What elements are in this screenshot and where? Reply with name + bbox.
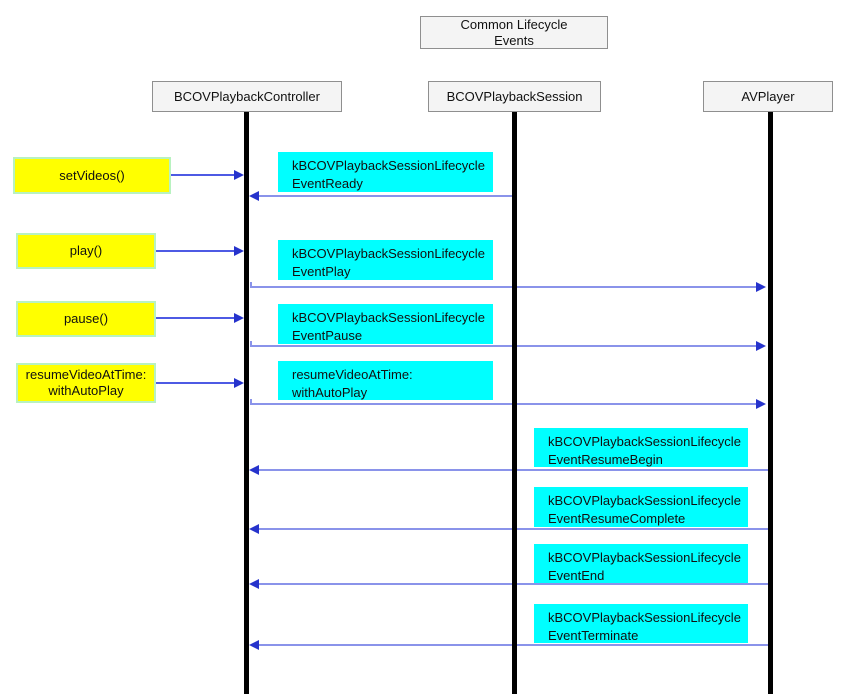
event-box-pause: kBCOVPlaybackSessionLifecycle EventPause <box>278 304 493 344</box>
event-label-line: kBCOVPlaybackSessionLifecycle <box>548 493 741 508</box>
event-box-end: kBCOVPlaybackSessionLifecycle EventEnd <box>534 544 748 583</box>
event-box-ready: kBCOVPlaybackSessionLifecycle EventReady <box>278 152 493 192</box>
arrow-setvideos-to-controller <box>170 170 244 180</box>
call-label: pause() <box>63 311 109 326</box>
event-label-line: EventPlay <box>292 264 351 279</box>
lifeline-header-session: BCOVPlaybackSession <box>428 81 601 112</box>
arrow-pause-to-controller <box>156 313 244 323</box>
arrow-play-controller-to-avplayer <box>250 282 766 292</box>
lifeline-header-controller: BCOVPlaybackController <box>152 81 342 112</box>
arrow-play-to-controller <box>156 246 244 256</box>
event-label-line: EventReady <box>292 176 363 191</box>
lifeline-label: BCOVPlaybackSession <box>446 89 583 104</box>
event-label-line: kBCOVPlaybackSessionLifecycle <box>548 434 741 449</box>
event-box-resume: resumeVideoAtTime: withAutoPlay <box>278 361 493 400</box>
arrow-resume-controller-to-avplayer <box>250 399 766 409</box>
arrow-ready-session-to-controller <box>249 191 515 201</box>
diagram-title-line: Events <box>494 32 534 48</box>
event-label-line: EventResumeBegin <box>548 452 663 467</box>
call-label: withAutoPlay <box>48 383 124 398</box>
call-box-setvideos: setVideos() <box>13 157 171 194</box>
lifeline-label: BCOVPlaybackController <box>174 89 320 104</box>
arrow-resume-to-controller <box>156 378 244 388</box>
event-box-resume-begin: kBCOVPlaybackSessionLifecycle EventResum… <box>534 428 748 467</box>
lifeline-session <box>512 112 517 694</box>
event-label-line: kBCOVPlaybackSessionLifecycle <box>292 158 485 173</box>
event-label-line: EventEnd <box>548 568 605 583</box>
event-box-terminate: kBCOVPlaybackSessionLifecycle EventTermi… <box>534 604 748 643</box>
diagram-title-line: Common Lifecycle <box>460 16 568 32</box>
lifeline-controller <box>244 112 249 694</box>
event-label-line: kBCOVPlaybackSessionLifecycle <box>548 610 741 625</box>
call-label: setVideos() <box>59 167 125 183</box>
event-label-line: EventPause <box>292 328 363 343</box>
lifeline-header-avplayer: AVPlayer <box>703 81 833 112</box>
lifeline-label: AVPlayer <box>741 89 795 104</box>
event-label-line: withAutoPlay <box>292 385 368 400</box>
event-box-play: kBCOVPlaybackSessionLifecycle EventPlay <box>278 240 493 280</box>
call-box-pause: pause() <box>16 301 156 337</box>
event-label-line: kBCOVPlaybackSessionLifecycle <box>548 550 741 565</box>
event-label-line: EventResumeComplete <box>548 511 686 526</box>
event-label-line: kBCOVPlaybackSessionLifecycle <box>292 310 485 325</box>
call-box-resume: resumeVideoAtTime: withAutoPlay <box>16 363 156 403</box>
lifeline-avplayer <box>768 112 773 694</box>
diagram-title-box: Common Lifecycle Events <box>420 16 608 49</box>
event-label-line: resumeVideoAtTime: <box>292 367 413 382</box>
arrow-pause-controller-to-avplayer <box>250 341 766 351</box>
event-box-resume-complete: kBCOVPlaybackSessionLifecycle EventResum… <box>534 487 748 527</box>
call-box-play: play() <box>16 233 156 269</box>
call-label: play() <box>69 243 103 258</box>
event-label-line: EventTerminate <box>548 628 639 643</box>
event-label-line: kBCOVPlaybackSessionLifecycle <box>292 246 485 261</box>
call-label: resumeVideoAtTime: <box>25 367 147 382</box>
